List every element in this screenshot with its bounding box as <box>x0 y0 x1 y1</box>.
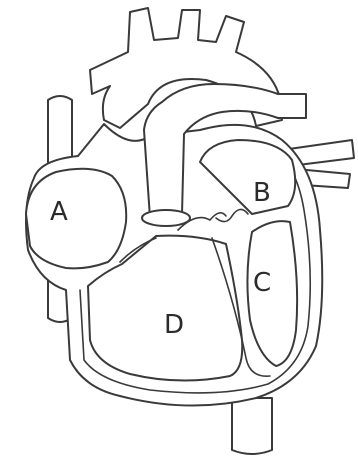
inferior-vena-cava <box>232 398 272 454</box>
aortic-valve <box>142 210 190 226</box>
label-a: A <box>50 199 68 225</box>
label-d: D <box>164 312 184 338</box>
label-c: C <box>253 270 271 296</box>
chamber-a <box>26 169 126 269</box>
label-b: B <box>253 180 271 206</box>
